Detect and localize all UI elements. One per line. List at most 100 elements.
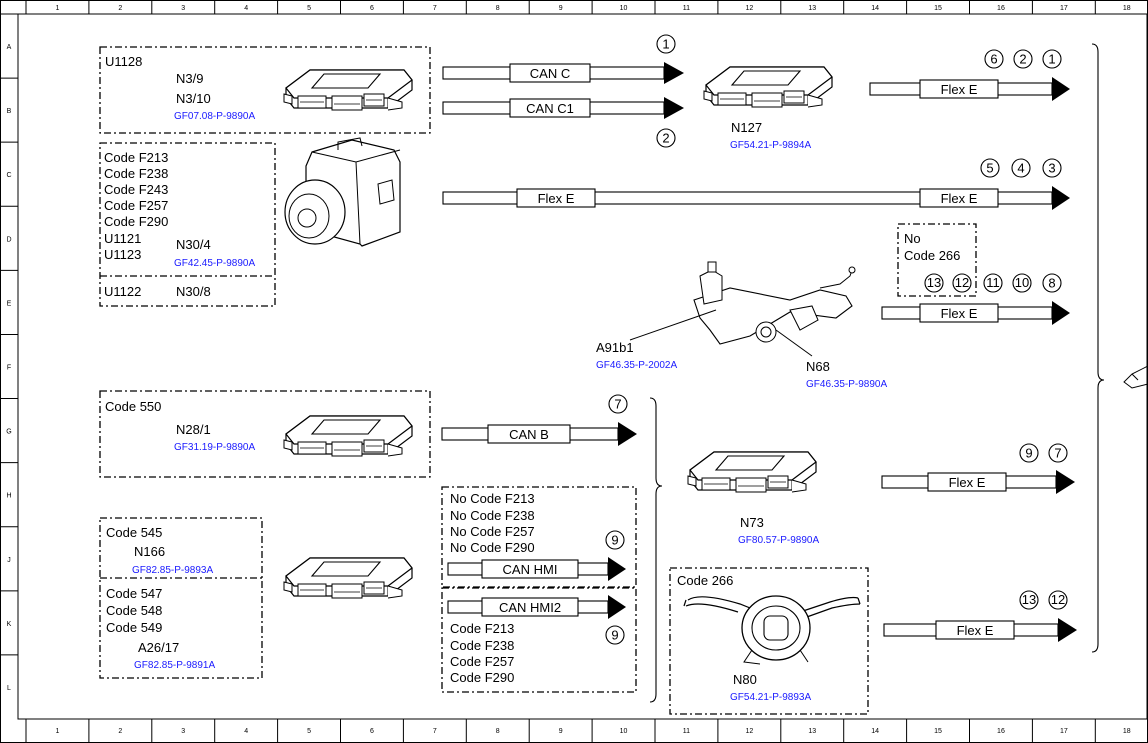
ref-n127[interactable]: GF54.21-P-9894A: [730, 140, 811, 151]
code-548: Code 548: [106, 603, 162, 618]
part-n28-1: N28/1: [176, 422, 211, 437]
grid-col-8: 8: [496, 5, 500, 12]
svg-text:11: 11: [986, 275, 1000, 290]
group-u1128: U1128 N3/9 N3/10 GF07.08-P-9890A: [99, 46, 431, 134]
bus-flex-e-n127[interactable]: Flex E: [869, 77, 1070, 101]
bus-label-flex-e-4: Flex E: [941, 306, 978, 321]
grid-col-12: 12: [745, 728, 753, 735]
grid-col-1: 1: [55, 728, 59, 735]
grid-col-9: 9: [559, 5, 563, 12]
svg-text:2: 2: [1019, 52, 1026, 67]
ref-n68[interactable]: GF46.35-P-9890A: [806, 379, 887, 390]
code-u1128: U1128: [105, 54, 142, 69]
code-550: Code 550: [105, 399, 161, 414]
bus-can-b[interactable]: CAN B: [441, 422, 637, 446]
group-n28: Code 550 N28/1 GF31.19-P-9890A: [99, 390, 431, 478]
steering-column-module-icon: [683, 595, 861, 665]
svg-text:13: 13: [1022, 592, 1036, 607]
grid-col-3: 3: [181, 728, 185, 735]
grid-row-G: G: [6, 429, 11, 436]
no-code-f238: No Code F238: [450, 508, 535, 523]
bus-can-c1[interactable]: CAN C1: [442, 97, 684, 119]
brace-middle: [649, 397, 663, 703]
marker-7-can-b: 7: [608, 394, 628, 414]
group-n73: N73 GF80.57-P-9890A: [687, 451, 819, 546]
bus-can-hmi[interactable]: CAN HMI: [447, 557, 626, 581]
marker-12-b: 12: [1048, 590, 1068, 610]
grid-col-6: 6: [370, 728, 374, 735]
bus-flex-e-steering[interactable]: Flex E: [881, 301, 1070, 325]
ecu-n73-icon: [687, 451, 817, 493]
marker-12-a: 12: [952, 273, 972, 293]
code-f238-hmi: Code F238: [450, 638, 514, 653]
ref-n28[interactable]: GF31.19-P-9890A: [174, 442, 255, 453]
bus-can-hmi2[interactable]: CAN HMI2: [447, 595, 626, 619]
grid-col-7: 7: [433, 728, 437, 735]
ref-u1128[interactable]: GF07.08-P-9890A: [174, 111, 255, 122]
svg-text:5: 5: [986, 161, 993, 176]
ref-n166[interactable]: GF82.85-P-9893A: [132, 565, 213, 576]
ref-a91b1[interactable]: GF46.35-P-2002A: [596, 360, 677, 371]
bus-label-can-c1: CAN C1: [526, 101, 574, 116]
marker-2-mid: 2: [656, 128, 676, 148]
part-a26-17: A26/17: [138, 640, 179, 655]
grid-col-13: 13: [808, 728, 816, 735]
part-n166: N166: [134, 544, 165, 559]
ref-n80[interactable]: GF54.21-P-9893A: [730, 692, 811, 703]
svg-text:9: 9: [1025, 446, 1032, 461]
code-547: Code 547: [106, 586, 162, 601]
grid-col-11: 11: [683, 728, 690, 735]
no-code-f213: No Code F213: [450, 491, 535, 506]
bus-flex-e-n73[interactable]: Flex E: [881, 470, 1075, 494]
group-n80: Code 266 N80 GF54.21-P-9893A: [669, 567, 869, 715]
group-n30: Code F213 Code F238 Code F243 Code F257 …: [99, 137, 401, 307]
marker-2: 2: [1013, 49, 1033, 69]
no-label: No: [904, 231, 921, 246]
code-f243: Code F243: [104, 182, 168, 197]
bus-label-flex-e-5: Flex E: [949, 475, 986, 490]
marker-3: 3: [1042, 158, 1062, 178]
ecu-n28-icon: [283, 415, 413, 457]
grid-row-H: H: [6, 493, 11, 500]
ref-n73[interactable]: GF80.57-P-9890A: [738, 535, 819, 546]
marker-1-top: 1: [656, 34, 676, 54]
marker-10: 10: [1012, 273, 1032, 293]
code-u1122: U1122: [104, 284, 141, 299]
svg-text:9: 9: [611, 628, 618, 643]
marker-5: 5: [980, 158, 1000, 178]
code-266-label: Code 266: [904, 248, 960, 263]
ref-n30[interactable]: GF42.45-P-9890A: [174, 258, 255, 269]
grid-row-J: J: [7, 557, 11, 564]
ref-a26[interactable]: GF82.85-P-9891A: [134, 660, 215, 671]
marker-11: 11: [983, 273, 1003, 293]
grid-col-9: 9: [559, 728, 563, 735]
steering-gear-illustration: [629, 261, 856, 357]
group-n127: N127 GF54.21-P-9894A: [703, 66, 833, 151]
svg-text:13: 13: [927, 275, 941, 290]
grid-col-17: 17: [1060, 5, 1068, 12]
part-n30-4: N30/4: [176, 237, 211, 252]
grid-col-1: 1: [55, 5, 59, 12]
bus-flex-e-long[interactable]: Flex E Flex E: [442, 186, 1070, 210]
grid-col-15: 15: [934, 728, 942, 735]
grid-col-10: 10: [620, 728, 628, 735]
code-f213: Code F213: [104, 150, 168, 165]
svg-text:2: 2: [662, 131, 669, 146]
bus-can-c[interactable]: CAN C: [442, 62, 684, 84]
svg-text:10: 10: [1015, 275, 1029, 290]
code-545: Code 545: [106, 525, 162, 540]
grid-row-B: B: [7, 108, 12, 115]
bus-label-flex-e-1: Flex E: [941, 82, 978, 97]
marker-9-hmi: 9: [605, 530, 625, 550]
marker-9-n73: 9: [1019, 443, 1039, 463]
grid-col-16: 16: [997, 728, 1005, 735]
bus-flex-e-n80[interactable]: Flex E: [883, 618, 1077, 642]
marker-4: 4: [1011, 158, 1031, 178]
grid-col-2: 2: [118, 5, 122, 12]
grid-col-16: 16: [997, 5, 1005, 12]
grid-col-15: 15: [934, 5, 942, 12]
svg-text:12: 12: [955, 275, 969, 290]
part-n68: N68: [806, 359, 830, 374]
svg-text:9: 9: [611, 533, 618, 548]
